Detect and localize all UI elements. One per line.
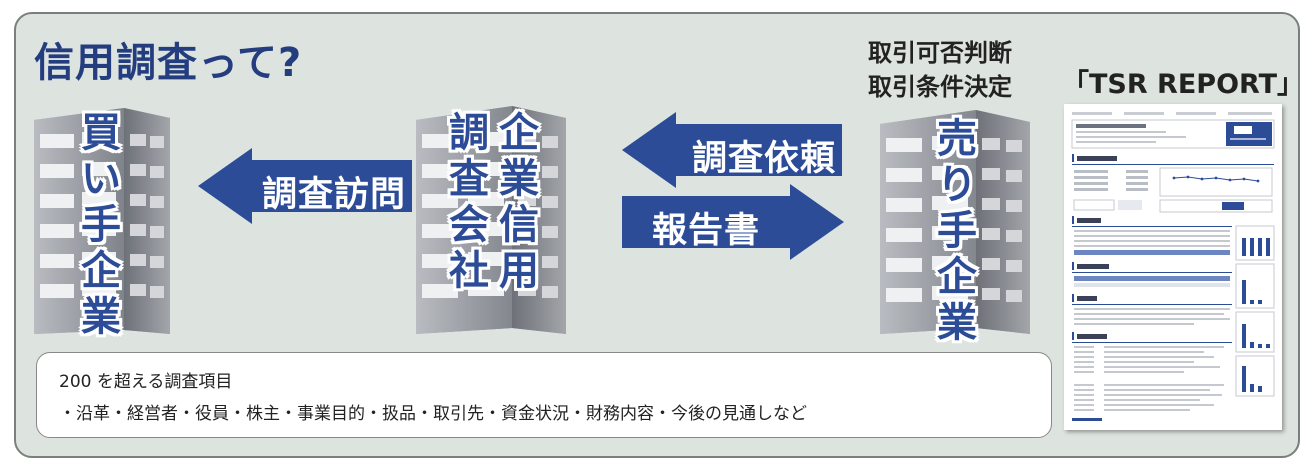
- buyer-building-label: 買い手企業: [78, 110, 124, 340]
- research-items-heading: 200 を超える調査項目: [59, 372, 233, 392]
- research-items-list: ・沿革・経営者・役員・株主・事業目的・扱品・取引先・資金状況・財務内容・今後の見…: [59, 404, 807, 424]
- arrow-left-icon: [198, 148, 412, 224]
- vertical-character: 企: [937, 254, 977, 300]
- decision-line-1: 取引可否判断: [868, 39, 1012, 67]
- vertical-character: 社: [449, 248, 489, 294]
- vertical-character: 企: [499, 110, 539, 156]
- vertical-character: り: [937, 162, 977, 208]
- vertical-character: 信: [499, 202, 539, 248]
- research-company-building: 調査会社 企業信用: [416, 106, 566, 334]
- visit-arrow: 調査訪問: [198, 148, 412, 224]
- decision-text: 取引可否判断 取引条件決定: [868, 36, 1012, 104]
- tsr-report-thumbnail: [1064, 104, 1282, 430]
- vertical-character: 用: [499, 248, 539, 294]
- research-items-box: 200 を超える調査項目 ・沿革・経営者・役員・株主・事業目的・扱品・取引先・資…: [36, 352, 1052, 438]
- building-shape: [416, 106, 566, 334]
- arrow-right-icon: [622, 184, 844, 260]
- vertical-character: 査: [449, 156, 489, 202]
- visit-arrow-label: 調査訪問: [262, 175, 407, 215]
- vertical-character: 調: [449, 110, 489, 156]
- page-title: 信用調査って?: [34, 40, 303, 86]
- arrow-left-icon: [622, 112, 842, 188]
- report-label: 「TSR REPORT」: [1062, 69, 1305, 100]
- vertical-character: 業: [81, 294, 121, 340]
- report-arrow-label: 報告書: [652, 211, 761, 251]
- buyer-building: 買い手企業: [34, 108, 170, 340]
- vertical-character: 業: [937, 300, 977, 346]
- building-shape: [34, 108, 170, 334]
- vertical-character: 会: [449, 202, 489, 248]
- vertical-character: 手: [937, 208, 977, 254]
- seller-building: 売り手企業: [880, 110, 1030, 346]
- decision-line-2: 取引条件決定: [868, 73, 1012, 101]
- research-label-column-2: 企業信用: [496, 110, 542, 294]
- report-document-image: [1071, 112, 1275, 421]
- vertical-character: 企: [81, 248, 121, 294]
- report-arrow: 報告書: [622, 184, 844, 260]
- request-arrow-label: 調査依頼: [692, 139, 837, 179]
- building-shape: [880, 110, 1030, 334]
- vertical-character: 業: [499, 156, 539, 202]
- request-arrow: 調査依頼: [622, 112, 842, 188]
- vertical-character: 手: [81, 202, 121, 248]
- vertical-character: い: [81, 156, 121, 202]
- seller-building-label: 売り手企業: [934, 116, 980, 346]
- vertical-character: 買: [81, 110, 121, 156]
- vertical-character: 売: [937, 116, 977, 162]
- research-label-column-1: 調査会社: [446, 110, 492, 294]
